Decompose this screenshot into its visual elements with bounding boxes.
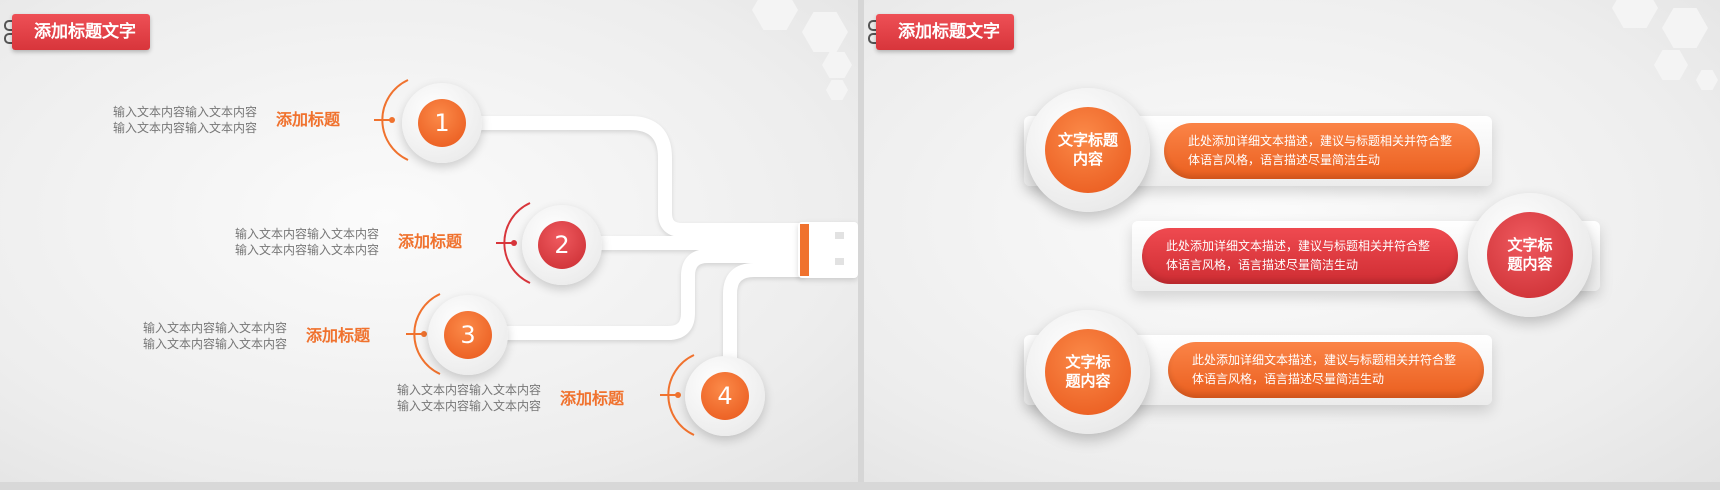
hexagon-decoration [1696,70,1718,90]
step-4-desc: 输入文本内容输入文本内容输入文本内容输入文本内容 [396,383,541,413]
hexagon-decoration [826,80,848,100]
hexagon-decoration [1612,0,1658,28]
step-1-title: 添加标题 [276,110,341,129]
bottom-bar [0,482,1720,490]
step-3-title: 添加标题 [306,326,371,345]
step-3-number: 3 [444,311,492,359]
step-4-number: 4 [701,372,749,420]
row-2-badge: 文字标题内容 [1468,193,1592,317]
step-1-number: 1 [418,99,466,147]
hexagon-decoration [1662,8,1708,48]
step-4-title: 添加标题 [560,389,625,408]
slide-title-tab: 添加标题文字 [12,14,150,50]
step-3-desc: 输入文本内容输入文本内容输入文本内容输入文本内容 [142,321,287,351]
row-1-badge: 文字标题内容 [1026,88,1150,212]
row-1-description: 此处添加详细文本描述，建议与标题相关并符合整体语言风格，语言描述尽量简洁生动 [1164,123,1480,179]
step-2-desc: 输入文本内容输入文本内容输入文本内容输入文本内容 [234,227,379,257]
slide-title-tab: 添加标题文字 [876,14,1014,50]
slide-divider [858,0,864,490]
row-2-description: 此处添加详细文本描述，建议与标题相关并符合整体语言风格，语言描述尽量简洁生动 [1142,228,1458,284]
row-3-description: 此处添加详细文本描述，建议与标题相关并符合整体语言风格，语言描述尽量简洁生动 [1168,342,1484,398]
row-3-badge-text: 文字标题内容 [1045,329,1131,415]
step-2-number: 2 [538,221,586,269]
row-2-badge-text: 文字标题内容 [1487,212,1573,298]
row-3-badge: 文字标题内容 [1026,310,1150,434]
hexagon-decoration [1654,50,1688,80]
slide-left: 添加标题文字 1 添加标题 输入文本内容输入文 [0,0,858,482]
connector-lines [374,79,858,436]
hexagon-decoration [802,12,848,52]
step-1-desc: 输入文本内容输入文本内容输入文本内容输入文本内容 [112,105,257,135]
row-1-badge-text: 文字标题内容 [1045,107,1131,193]
step-2-title: 添加标题 [398,232,463,251]
slide-right: 添加标题文字 此处添加详细文本描述，建议与标题相关并符合整体语言风格，语言描述尽… [864,0,1720,482]
